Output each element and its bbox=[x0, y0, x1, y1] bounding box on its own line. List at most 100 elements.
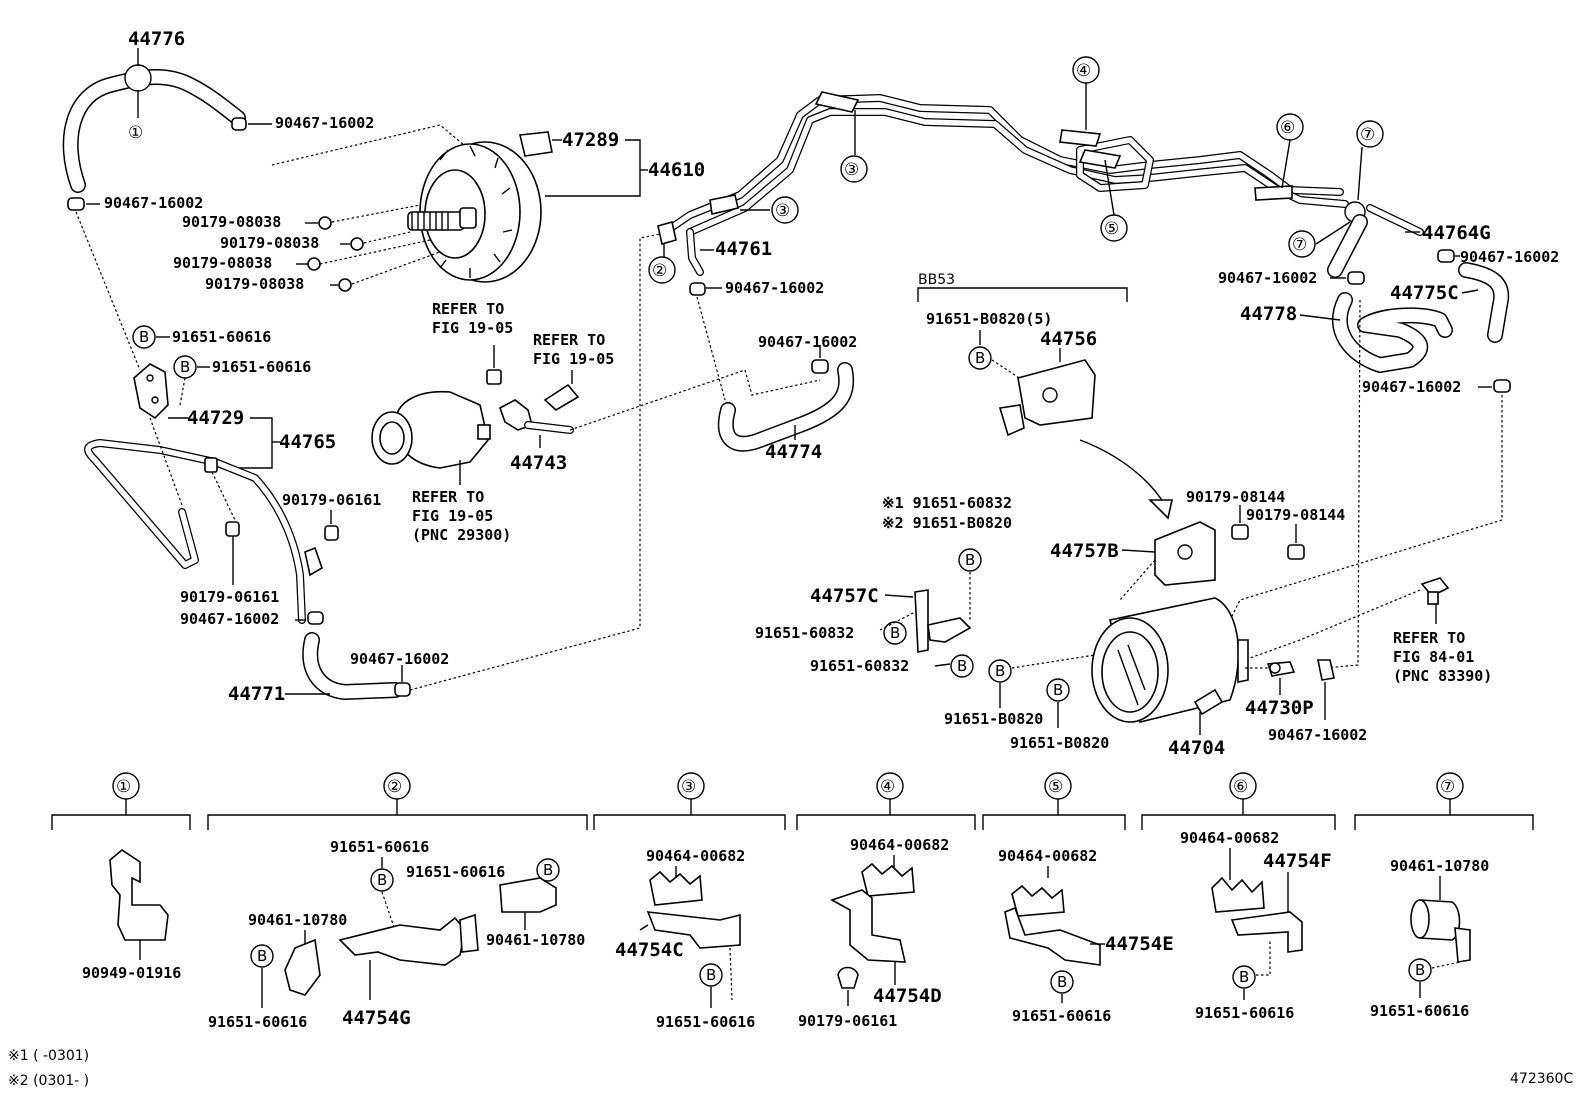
label-refer-c3: (PNC 29300) bbox=[412, 526, 511, 544]
panel-4: ④ 90464-00682 44754D 90179-06161 bbox=[796, 772, 976, 1030]
clamp-icon[interactable] bbox=[394, 682, 411, 697]
panel-1: ① 90949-01916 bbox=[51, 772, 191, 982]
bolt-b-icon bbox=[958, 548, 982, 572]
callout-b: B bbox=[1239, 968, 1249, 986]
hose-44775C[interactable] bbox=[1458, 262, 1510, 343]
bracket-44729[interactable] bbox=[133, 363, 169, 420]
bracket-44754C-icon bbox=[646, 911, 741, 949]
callout-b: B bbox=[377, 871, 387, 889]
label-clip780-a: 90461-10780 bbox=[248, 911, 347, 929]
callout-3a: ③ bbox=[844, 160, 859, 180]
canister-44704[interactable] bbox=[1091, 597, 1249, 723]
panel-7-callout: ⑦ bbox=[1440, 777, 1455, 797]
hose-44764G[interactable] bbox=[1327, 214, 1368, 278]
label-44765: 44765 bbox=[279, 431, 336, 453]
bracket-44757C[interactable] bbox=[914, 589, 972, 653]
nut-icon[interactable] bbox=[225, 521, 240, 537]
nut-icon[interactable] bbox=[350, 237, 364, 251]
hose-44778[interactable] bbox=[1332, 292, 1453, 373]
nut-icon[interactable] bbox=[338, 278, 352, 292]
callout-b: B bbox=[180, 358, 190, 376]
bolt-icon[interactable] bbox=[486, 369, 502, 385]
brake-booster-44610[interactable] bbox=[407, 141, 542, 283]
clamp-icon[interactable] bbox=[1347, 271, 1365, 285]
callout-3b: ③ bbox=[775, 201, 790, 221]
label-44729: 44729 bbox=[187, 407, 244, 429]
vacuum-pump-assembly[interactable] bbox=[371, 390, 491, 469]
label-refer-d1: REFER TO bbox=[1393, 629, 1465, 647]
bolt-b-icon bbox=[968, 346, 992, 370]
footnote-1: ※1 ( -0301) bbox=[8, 1048, 89, 1064]
vsv-44730P[interactable] bbox=[1266, 661, 1296, 677]
panel-5-callout: ⑤ bbox=[1048, 777, 1063, 797]
panel-5: ⑤ 90464-00682 44754E B 91651-60616 bbox=[982, 772, 1174, 1025]
clamp-icon[interactable] bbox=[307, 611, 324, 625]
label-refer-a2: FIG 19-05 bbox=[432, 319, 513, 337]
clamp-icon[interactable] bbox=[1317, 659, 1335, 681]
label-bolt-c: 90179-08038 bbox=[173, 254, 272, 272]
label-clamp-e: 90467-16002 bbox=[758, 333, 857, 351]
label-44704: 44704 bbox=[1168, 737, 1225, 759]
label-bolt616-c: 91651-60616 bbox=[330, 838, 429, 856]
sensor-icon[interactable] bbox=[1420, 577, 1450, 605]
bracket-44754F-icon bbox=[1230, 911, 1303, 953]
clip-90461-icon bbox=[1410, 899, 1471, 963]
hose-44774[interactable] bbox=[717, 362, 855, 452]
bracket-44757B[interactable] bbox=[1154, 521, 1216, 586]
bracket-44754G-icon bbox=[338, 916, 466, 966]
hose-44776[interactable] bbox=[62, 64, 246, 193]
callout-b: B bbox=[257, 947, 267, 965]
label-clip780-b: 90461-10780 bbox=[486, 931, 585, 949]
nut-icon bbox=[837, 966, 859, 989]
callout-b: B bbox=[1415, 961, 1425, 979]
callout-1: ① bbox=[128, 123, 143, 143]
label-note2-bolt: ※2 91651-B0820 bbox=[882, 514, 1012, 532]
nut-icon[interactable] bbox=[324, 525, 339, 541]
label-44754F: 44754F bbox=[1263, 850, 1332, 872]
label-clamp-g: 90467-16002 bbox=[1460, 248, 1559, 266]
label-clamp-d: 90467-16002 bbox=[350, 650, 449, 668]
callout-b: B bbox=[543, 861, 553, 879]
callout-b: B bbox=[965, 551, 975, 569]
label-44610: 44610 bbox=[648, 159, 705, 181]
sensor-icon[interactable] bbox=[543, 383, 580, 411]
panel-6: ⑥ 90464-00682 44754F B 91651-60616 bbox=[1141, 772, 1336, 1022]
vacuum-pipe-main[interactable] bbox=[657, 91, 1349, 276]
label-bolt616-i: 91651-60616 bbox=[1370, 1002, 1469, 1020]
label-44756: 44756 bbox=[1040, 328, 1097, 350]
clamp-icon[interactable] bbox=[67, 197, 85, 211]
bolt-b-icon bbox=[370, 868, 394, 892]
callout-b: B bbox=[957, 657, 967, 675]
clamp-icon[interactable] bbox=[689, 282, 706, 296]
nut-icon[interactable] bbox=[1231, 524, 1249, 540]
clamp-icon[interactable] bbox=[231, 117, 247, 131]
clamp-icon[interactable] bbox=[1437, 249, 1455, 263]
label-clamp-j: 90467-16002 bbox=[1268, 726, 1367, 744]
bolt-b-icon bbox=[950, 654, 974, 678]
nut-icon[interactable] bbox=[307, 257, 321, 271]
panel-3: ③ 90464-00682 44754C B 91651-60616 bbox=[593, 772, 786, 1031]
callout-4a: ④ bbox=[1076, 61, 1091, 81]
vacuum-pipe-44765[interactable] bbox=[84, 439, 323, 624]
callout-2a: ② bbox=[652, 261, 667, 281]
label-clamp-b: 90467-16002 bbox=[104, 194, 203, 212]
label-bolt-a: 90179-08038 bbox=[182, 213, 281, 231]
clamp-icon[interactable] bbox=[1493, 379, 1511, 393]
clamp-icon[interactable] bbox=[811, 359, 829, 374]
nut-icon[interactable] bbox=[318, 216, 332, 230]
callout-b: B bbox=[1057, 973, 1067, 991]
bolt-b-icon bbox=[1408, 958, 1432, 982]
nut-icon[interactable] bbox=[1287, 544, 1305, 560]
callout-b: B bbox=[706, 966, 716, 984]
label-refer-d3: (PNC 83390) bbox=[1393, 667, 1492, 685]
hose-44771[interactable] bbox=[302, 632, 403, 700]
panel-2-callout: ② bbox=[387, 777, 402, 797]
label-clamp-i: 90467-16002 bbox=[1362, 378, 1461, 396]
bolt-b-icon bbox=[1046, 678, 1070, 702]
label-bolt-b: 90179-08038 bbox=[220, 234, 319, 252]
label-bb53: BB53 bbox=[918, 272, 955, 288]
bracket-44756[interactable] bbox=[998, 359, 1096, 437]
seal-47289[interactable] bbox=[519, 131, 553, 157]
valve-44743[interactable] bbox=[499, 399, 574, 434]
